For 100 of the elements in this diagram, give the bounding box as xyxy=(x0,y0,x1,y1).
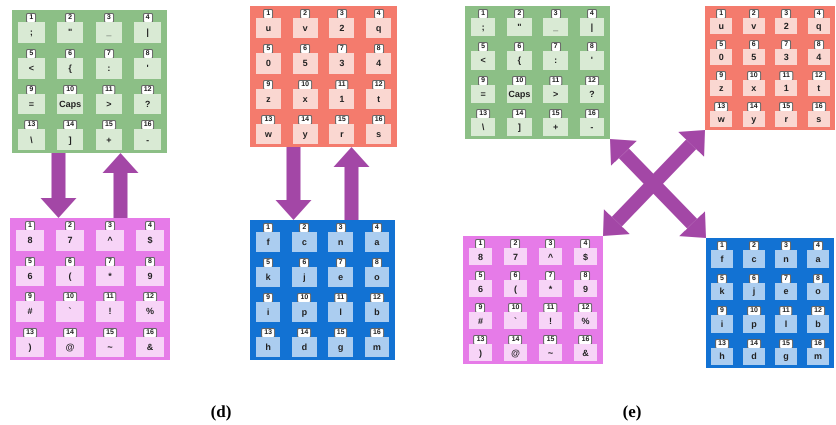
key-cap: " xyxy=(56,22,84,43)
key-cap: y xyxy=(742,111,765,127)
key-cap: c xyxy=(292,232,317,252)
key-cap: 4 xyxy=(366,53,392,74)
key-cap: 1 xyxy=(329,88,354,109)
key-cap: z xyxy=(256,88,281,109)
key-cap: % xyxy=(574,312,598,329)
key-cap: % xyxy=(136,301,164,322)
key-cap: r xyxy=(329,124,354,144)
key-cap: v xyxy=(292,18,318,38)
key-cap: * xyxy=(96,266,124,286)
key-cap: v xyxy=(742,18,765,34)
key-cap: o xyxy=(364,267,390,287)
key-cap: p xyxy=(292,302,317,322)
key-cap: ; xyxy=(470,18,496,36)
panel-caption: (d) xyxy=(210,402,232,422)
key-cap: w xyxy=(256,124,281,144)
key-cap: d xyxy=(292,337,317,357)
key-cap: ' xyxy=(134,58,161,78)
keypad-panel xyxy=(10,218,170,360)
double-arrow xyxy=(610,139,706,238)
key-cap: ) xyxy=(468,344,492,361)
key-cap: s xyxy=(808,111,830,127)
key-cap: # xyxy=(468,312,492,329)
key-cap: @ xyxy=(56,336,84,357)
key-cap: x xyxy=(742,80,765,96)
key-cap: ; xyxy=(18,22,45,43)
key-cap: Caps xyxy=(56,94,84,114)
arrow xyxy=(40,153,76,218)
key-cap: f xyxy=(711,250,733,268)
key-cap: : xyxy=(543,51,568,70)
key-cap: 7 xyxy=(56,230,84,250)
key-cap: f xyxy=(256,232,280,252)
key-cap: 4 xyxy=(808,49,830,65)
key-cap: b xyxy=(807,315,829,332)
key-cap: x xyxy=(292,88,318,109)
panel-caption: (e) xyxy=(622,402,642,422)
key-cap: z xyxy=(710,80,732,96)
key-cap: # xyxy=(16,301,44,322)
key-cap: 3 xyxy=(329,53,354,74)
key-cap: ] xyxy=(507,118,532,136)
key-cap: _ xyxy=(96,22,122,43)
key-cap: ? xyxy=(134,94,161,114)
arrow xyxy=(276,147,312,220)
key-cap: m xyxy=(364,337,390,357)
keypad-panel xyxy=(705,6,835,130)
key-cap: * xyxy=(538,280,562,297)
key-cap: n xyxy=(328,232,353,252)
key-cap: \ xyxy=(470,118,496,136)
key-cap: l xyxy=(328,302,353,322)
key-cap: { xyxy=(56,58,84,78)
key-cap: 7 xyxy=(504,248,528,265)
key-cap: 5 xyxy=(292,53,318,74)
key-cap: = xyxy=(18,94,45,114)
arrow xyxy=(102,153,138,218)
key-cap: $ xyxy=(136,230,164,250)
key-cap: ~ xyxy=(96,336,124,357)
key-cap: l xyxy=(775,315,797,332)
key-cap: < xyxy=(18,58,45,78)
key-cap: & xyxy=(574,344,598,361)
key-cap: 9 xyxy=(574,280,598,297)
key-cap: $ xyxy=(574,248,598,265)
key-cap: 2 xyxy=(329,18,354,38)
key-cap: g xyxy=(328,337,353,357)
key-cap: i xyxy=(256,302,280,322)
key-cap: s xyxy=(366,124,392,144)
keypad-panel xyxy=(706,238,834,368)
key-cap: _ xyxy=(543,18,568,36)
keypad-panel xyxy=(465,6,610,139)
key-cap: ! xyxy=(538,312,562,329)
key-cap: | xyxy=(580,18,604,36)
double-arrow xyxy=(603,130,705,236)
key-cap: > xyxy=(96,94,122,114)
key-cap: & xyxy=(136,336,164,357)
key-cap: r xyxy=(775,111,798,127)
key-cap: 9 xyxy=(136,266,164,286)
key-cap: 0 xyxy=(710,49,732,65)
key-cap: h xyxy=(256,337,280,357)
key-cap: { xyxy=(507,51,532,70)
key-cap: y xyxy=(292,124,318,144)
key-cap: ] xyxy=(56,129,84,150)
key-cap: u xyxy=(710,18,732,34)
key-cap: ) xyxy=(16,336,44,357)
key-cap: n xyxy=(775,250,797,268)
key-cap: + xyxy=(543,118,568,136)
key-cap: ^ xyxy=(538,248,562,265)
key-cap: 6 xyxy=(468,280,492,297)
key-cap: " xyxy=(507,18,532,36)
key-cap: m xyxy=(807,348,829,365)
key-cap: h xyxy=(711,348,733,365)
key-cap: - xyxy=(580,118,604,136)
key-cap: | xyxy=(134,22,161,43)
key-cap: ` xyxy=(504,312,528,329)
key-cap: 8 xyxy=(468,248,492,265)
key-cap: 6 xyxy=(16,266,44,286)
key-cap: ( xyxy=(56,266,84,286)
key-cap: 1 xyxy=(775,80,798,96)
key-cap: j xyxy=(292,267,317,287)
key-cap: - xyxy=(134,129,161,150)
key-cap: c xyxy=(743,250,765,268)
